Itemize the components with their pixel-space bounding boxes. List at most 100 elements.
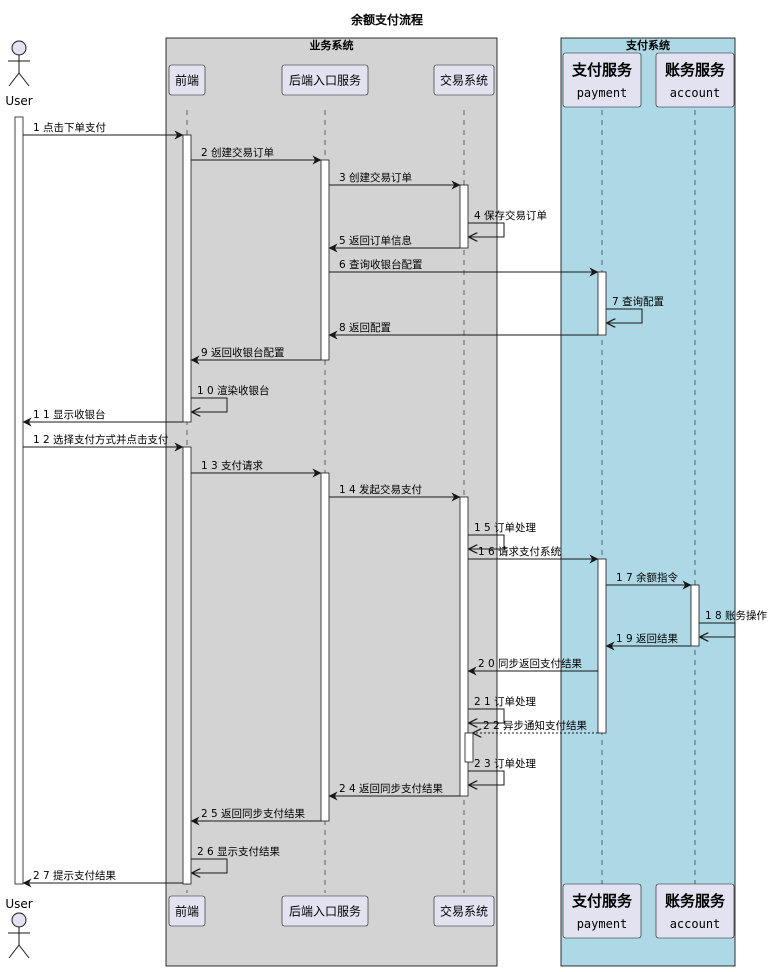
activation-trade bbox=[464, 732, 474, 763]
message-23-arrow bbox=[468, 770, 505, 785]
participant-frontend-label-bottom: 前端 bbox=[175, 904, 199, 919]
message-17-label: 1 7 余额指令 bbox=[616, 571, 679, 584]
message-10: 1 0 渲染收银台 bbox=[191, 384, 270, 412]
participant-user-label-bottom: User bbox=[5, 897, 32, 911]
message-10-arrow bbox=[191, 397, 228, 412]
g-biz-label: 业务系统 bbox=[310, 38, 354, 52]
message-16-label: 1 6 请求支付系统 bbox=[478, 545, 562, 558]
message-20-label: 2 0 同步返回支付结果 bbox=[478, 657, 583, 670]
message-11-label: 1 1 显示收银台 bbox=[33, 408, 106, 421]
message-8-label: 8 返回配置 bbox=[339, 322, 391, 334]
message-14-label: 1 4 发起交易支付 bbox=[339, 483, 422, 496]
diagram-title: 余额支付流程 bbox=[350, 12, 423, 27]
message-18-arrow bbox=[699, 622, 736, 637]
message-6-label: 6 查询收银台配置 bbox=[339, 258, 423, 271]
message-9-label: 9 返回收银台配置 bbox=[201, 346, 285, 359]
message-13-label: 1 3 支付请求 bbox=[201, 459, 264, 472]
activation-user bbox=[14, 116, 24, 885]
activation-trade bbox=[459, 184, 469, 249]
participant-account-sublabel-top: account bbox=[670, 86, 721, 100]
participant-frontend-label-top: 前端 bbox=[175, 73, 199, 88]
participant-account-label-top: 账务服务 bbox=[665, 61, 726, 79]
participant-account-sublabel-bottom: account bbox=[670, 917, 721, 931]
participant-account-label-bottom: 账务服务 bbox=[665, 892, 726, 910]
activation-backend bbox=[320, 159, 330, 361]
activation-frontend bbox=[182, 446, 192, 885]
participant-user-label-top: User bbox=[5, 94, 32, 108]
message-17: 1 7 余额指令 bbox=[606, 571, 692, 590]
message-26: 2 6 显示支付结果 bbox=[191, 845, 281, 873]
message-25: 2 5 返回同步支付结果 bbox=[190, 807, 321, 826]
message-15: 1 5 订单处理 bbox=[468, 522, 537, 549]
message-23: 2 3 订单处理 bbox=[468, 758, 537, 785]
message-22-label: 2 2 异步通知支付结果 bbox=[483, 719, 588, 732]
actor-icon bbox=[8, 40, 30, 87]
message-18: 1 8 账务操作 bbox=[699, 609, 768, 637]
activation-payment bbox=[597, 558, 607, 734]
message-23-label: 2 3 订单处理 bbox=[474, 758, 537, 770]
participant-backend-box-top bbox=[281, 64, 369, 96]
message-9: 9 返回收银台配置 bbox=[190, 346, 321, 365]
participant-trade-label-top: 交易系统 bbox=[440, 73, 488, 88]
participant-account-box-top bbox=[655, 52, 735, 108]
participant-backend-box-bottom bbox=[281, 895, 369, 927]
message-15-label: 1 5 订单处理 bbox=[474, 522, 537, 534]
participant-trade-label-bottom: 交易系统 bbox=[440, 904, 488, 919]
participant-payment-sublabel-top: payment bbox=[577, 86, 628, 100]
activation-backend bbox=[320, 472, 330, 822]
message-19-label: 1 9 返回结果 bbox=[616, 632, 679, 645]
message-27-label: 2 7 提示支付结果 bbox=[33, 869, 117, 882]
message-12-label: 1 2 选择支付方式并点击支付 bbox=[33, 433, 169, 446]
message-10-label: 1 0 渲染收银台 bbox=[197, 384, 270, 397]
message-3: 3 创建交易订单 bbox=[329, 171, 461, 190]
message-5-label: 5 返回订单信息 bbox=[339, 234, 412, 247]
message-5: 5 返回订单信息 bbox=[328, 234, 460, 253]
message-20: 2 0 同步返回支付结果 bbox=[467, 657, 598, 676]
message-1: 1 点击下单支付 bbox=[23, 121, 184, 140]
message-2: 2 创建交易订单 bbox=[191, 146, 322, 165]
participant-payment-label-bottom: 支付服务 bbox=[571, 892, 633, 910]
activation-account bbox=[690, 584, 700, 647]
message-26-label: 2 6 显示支付结果 bbox=[197, 845, 281, 858]
message-7: 7 查询配置 bbox=[606, 295, 664, 323]
message-6: 6 查询收银台配置 bbox=[329, 258, 599, 277]
message-4: 4 保存交易订单 bbox=[468, 209, 547, 237]
g-pay-box bbox=[560, 37, 736, 967]
participant-backend-label-top: 后端入口服务 bbox=[289, 73, 361, 88]
participant-account-box-bottom bbox=[655, 883, 735, 939]
participant-payment-box-top bbox=[562, 52, 642, 108]
message-15-arrow bbox=[468, 534, 505, 549]
participant-payment-box-bottom bbox=[562, 883, 642, 939]
actor-icon bbox=[8, 912, 30, 959]
message-8: 8 返回配置 bbox=[328, 322, 598, 340]
message-14: 1 4 发起交易支付 bbox=[329, 483, 461, 502]
message-4-label: 4 保存交易订单 bbox=[474, 209, 547, 222]
message-11: 1 1 显示收银台 bbox=[22, 408, 183, 427]
message-21-arrow bbox=[468, 708, 505, 723]
message-24: 2 4 返回同步支付结果 bbox=[328, 782, 460, 801]
message-24-label: 2 4 返回同步支付结果 bbox=[339, 782, 444, 795]
message-18-label: 1 8 账务操作 bbox=[705, 609, 768, 622]
message-16: 1 6 请求支付系统 bbox=[468, 545, 599, 564]
participant-backend-label-bottom: 后端入口服务 bbox=[289, 904, 361, 919]
message-25-label: 2 5 返回同步支付结果 bbox=[201, 807, 306, 820]
message-4-arrow bbox=[468, 222, 505, 237]
message-7-arrow bbox=[606, 308, 643, 323]
message-13: 1 3 支付请求 bbox=[191, 459, 322, 478]
message-7-label: 7 查询配置 bbox=[612, 295, 664, 308]
activation-trade bbox=[459, 496, 469, 797]
participant-trade-box-top bbox=[433, 64, 495, 96]
message-22: 2 2 异步通知支付结果 bbox=[473, 719, 598, 733]
g-biz-box bbox=[165, 37, 498, 967]
participant-frontend-box-bottom bbox=[168, 895, 206, 927]
participant-trade-box-bottom bbox=[433, 895, 495, 927]
activation-frontend bbox=[182, 134, 192, 423]
g-pay-label: 支付系统 bbox=[625, 38, 670, 52]
message-19: 1 9 返回结果 bbox=[605, 632, 691, 651]
message-21-label: 2 1 订单处理 bbox=[474, 696, 537, 708]
message-21: 2 1 订单处理 bbox=[468, 696, 537, 723]
message-3-label: 3 创建交易订单 bbox=[339, 171, 412, 184]
participant-payment-label-top: 支付服务 bbox=[571, 61, 633, 79]
message-26-arrow bbox=[191, 858, 228, 873]
